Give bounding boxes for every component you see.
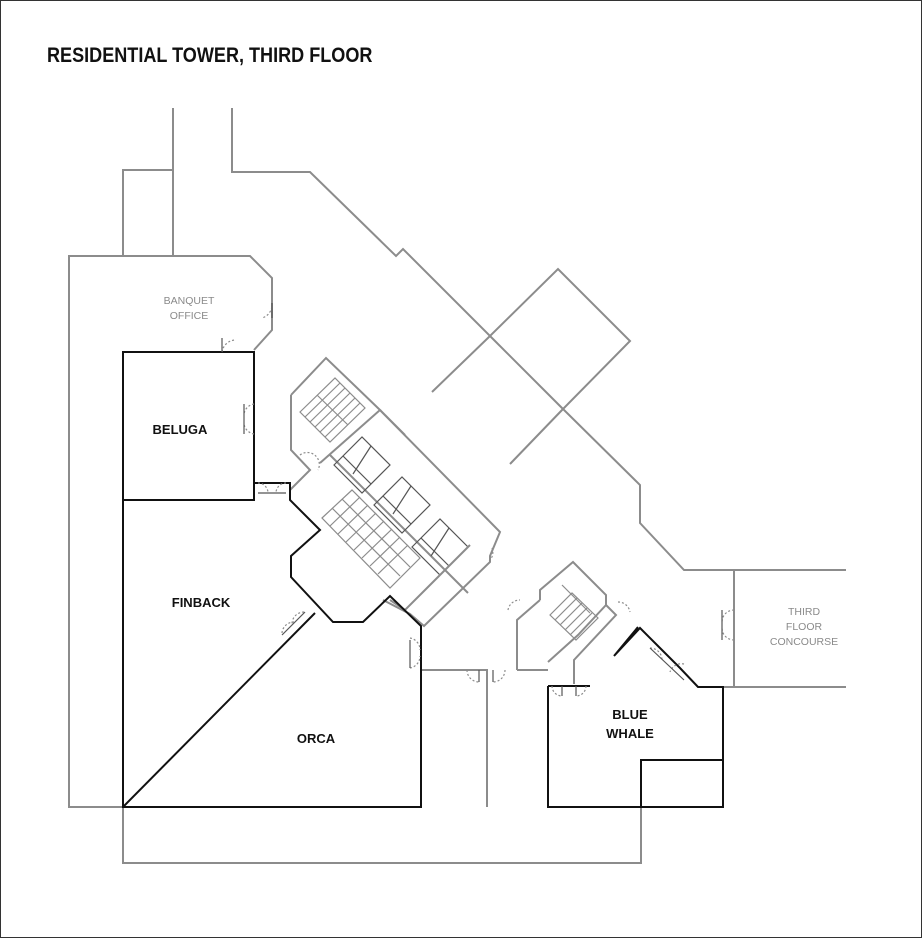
stair-tread [569, 612, 593, 636]
south-corridor [421, 669, 488, 807]
core-divider-1 [319, 409, 381, 464]
stair-tread [564, 607, 588, 631]
stair-tread [361, 528, 393, 559]
door-south-corridor[interactable] [466, 669, 506, 683]
door-core-west[interactable] [299, 451, 320, 471]
outer-wall-left [68, 255, 123, 808]
door-blue-whale-north[interactable] [649, 647, 685, 681]
stair-tread [337, 504, 369, 535]
banquet-office-label-2: OFFICE [170, 310, 209, 322]
stair-tread [369, 536, 401, 567]
labels: BANQUET OFFICE BELUGA FINBACK ORCA BLUE … [153, 295, 839, 746]
stair-tread [341, 498, 411, 568]
concourse-label-3: CONCOURSE [770, 636, 838, 648]
elevator-car [333, 436, 391, 494]
core-divider-3 [379, 409, 406, 436]
stair-lower [321, 489, 421, 589]
core-lower-wall [389, 544, 471, 612]
elevator-cross [382, 495, 412, 525]
elevator-cross [392, 485, 412, 515]
door-core-east[interactable] [487, 547, 494, 563]
room-label-beluga: BELUGA [153, 422, 209, 437]
elevator-car [411, 518, 469, 576]
stair-upper [299, 377, 366, 443]
door-stair-east[interactable] [507, 599, 631, 613]
core [289, 356, 502, 628]
stair-tread [377, 544, 409, 575]
room-label-blue-whale-2: WHALE [606, 726, 654, 741]
stair-tread [554, 597, 578, 621]
core-wall-outer [290, 356, 502, 628]
elevator-car [373, 476, 431, 534]
stair-tread [559, 602, 583, 626]
door-beluga[interactable] [243, 403, 255, 435]
stair-tread [331, 507, 401, 577]
door-banquet-office-south[interactable] [221, 338, 237, 353]
room-blue-whale [547, 626, 724, 808]
room-label-orca: ORCA [297, 731, 336, 746]
room-label-blue-whale-1: BLUE [612, 707, 648, 722]
corridor-partition-1 [431, 335, 491, 393]
doors [221, 302, 735, 697]
stair-east-walls [539, 560, 607, 663]
concourse-label-1: THIRD [788, 606, 820, 618]
stair-tread [353, 520, 385, 551]
stair-east-outline [549, 592, 599, 641]
door-concourse[interactable] [721, 609, 735, 641]
elevator-3 [411, 518, 469, 576]
room-label-finback: FINBACK [172, 595, 231, 610]
elevator-cross [420, 537, 450, 567]
building-walls [68, 108, 846, 864]
banquet-office-walls [123, 255, 273, 351]
stair-east [539, 560, 618, 684]
door-orca-east[interactable] [409, 637, 421, 669]
finback-orca-divider [122, 612, 316, 808]
banquet-office-label-1: BANQUET [164, 295, 215, 307]
core-wall-inner [289, 395, 312, 491]
plan-title: RESIDENTIAL TOWER, THIRD FLOOR [47, 44, 373, 67]
core-divider-2 [329, 454, 469, 594]
corridor-partition-2 [489, 335, 564, 410]
door-finback-orca[interactable] [281, 611, 306, 636]
concourse-label-2: FLOOR [786, 621, 823, 633]
elevator-2 [373, 476, 431, 534]
outer-wall-bottom [122, 807, 642, 864]
door-finback-north[interactable] [257, 482, 287, 494]
stair-stringer [316, 394, 349, 426]
stair-tread [345, 512, 377, 543]
elevator-1 [333, 436, 391, 494]
elevator-cross [342, 455, 372, 485]
room-finback [122, 482, 422, 808]
north-corridor-right [231, 108, 846, 571]
elevator-cross [352, 445, 372, 475]
elevator-cross [430, 527, 450, 557]
stair-tread [329, 496, 361, 527]
door-banquet-office[interactable] [261, 302, 273, 319]
north-corridor-left [122, 108, 174, 256]
corridor-partition-3 [509, 408, 564, 465]
room-blue-whale-annex [640, 759, 723, 807]
stair-lower-outline [321, 489, 421, 589]
stair-east-corridor [573, 604, 618, 684]
meeting-rooms [122, 351, 724, 808]
stair-stringer [561, 584, 591, 614]
door-blue-whale-west[interactable] [551, 685, 587, 697]
south-corridor-2 [516, 599, 541, 670]
